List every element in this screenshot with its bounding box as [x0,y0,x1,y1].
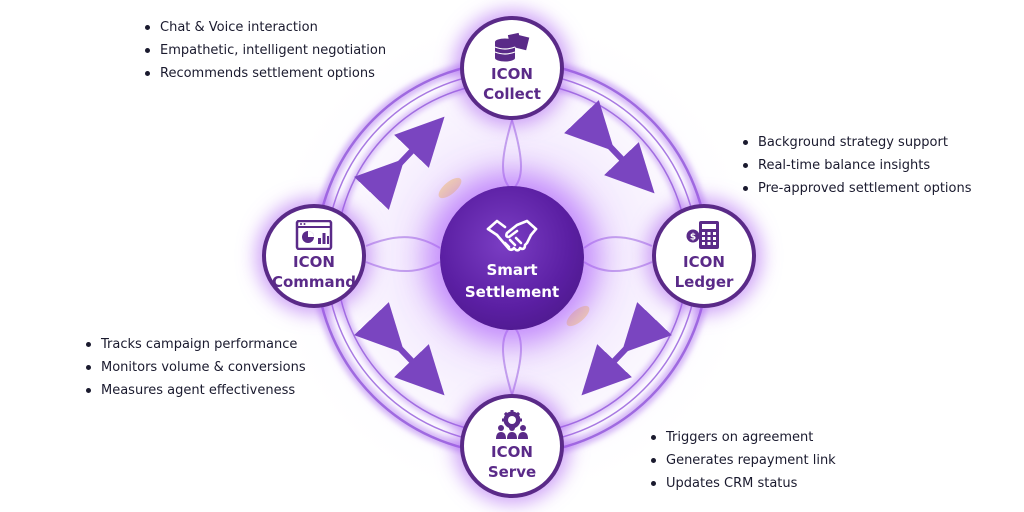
ledger-feature: Pre-approved settlement options [741,177,972,200]
node-label: Command [271,273,357,291]
node-label: ICON [293,253,335,271]
center-label: Settlement [464,283,560,301]
arrow-command-serve [354,302,445,396]
arrow-ledger-serve [581,302,672,396]
team-gear-icon [496,410,528,439]
collect-feature: Empathetic, intelligent negotiation [143,39,386,62]
node-icon-serve[interactable]: ICON Serve [460,394,564,498]
node-icon-ledger[interactable]: $ ICON Ledger [652,204,756,308]
command-features: Tracks campaign performance Monitors vol… [84,333,306,402]
dashboard-chart-icon [295,220,333,250]
center-label: Smart [486,261,538,279]
node-icon-command[interactable]: ICON Command [262,204,366,308]
node-label: Collect [483,85,541,103]
svg-text:$: $ [690,233,696,243]
node-label: ICON [491,65,533,83]
node-label: Ledger [674,273,734,291]
serve-feature: Updates CRM status [649,472,836,495]
arrow-collect-ledger [564,100,655,194]
node-label: ICON [491,443,533,461]
command-feature: Tracks campaign performance [84,333,306,356]
collect-features: Chat & Voice interaction Empathetic, int… [143,16,386,85]
ledger-feature: Real-time balance insights [741,154,972,177]
handshake-icon [486,219,538,252]
database-documents-icon [494,32,530,62]
node-label: ICON [683,253,725,271]
ledger-feature: Background strategy support [741,131,972,154]
command-feature: Monitors volume & conversions [84,356,306,379]
collect-feature: Chat & Voice interaction [143,16,386,39]
center-smart-settlement[interactable]: Smart Settlement [440,186,584,330]
calculator-ledger-icon: $ [686,221,719,249]
node-icon-collect[interactable]: ICON Collect [460,16,564,120]
ledger-features: Background strategy support Real-time ba… [741,131,972,200]
arrow-command-collect [354,116,445,210]
serve-features: Triggers on agreement Generates repaymen… [649,426,836,495]
command-feature: Measures agent effectiveness [84,379,306,402]
node-label: Serve [487,463,537,481]
serve-feature: Triggers on agreement [649,426,836,449]
serve-feature: Generates repayment link [649,449,836,472]
collect-feature: Recommends settlement options [143,62,386,85]
